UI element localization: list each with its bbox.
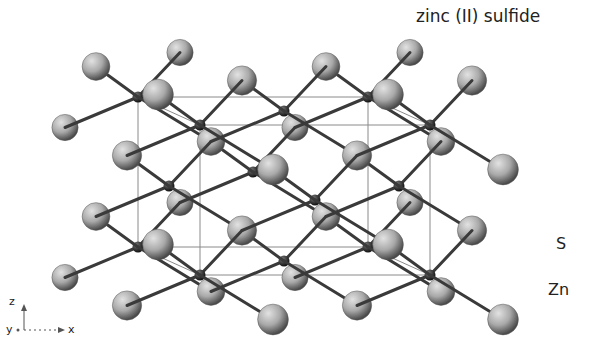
bond	[284, 67, 326, 112]
title: zinc (II) sulfide	[416, 8, 540, 25]
bond	[96, 186, 169, 217]
cell-edge	[368, 97, 369, 247]
cell-edge	[138, 97, 139, 247]
bond	[127, 125, 200, 156]
arrowhead	[58, 327, 65, 333]
sulfur-atom	[258, 154, 289, 185]
sulfur-atom	[373, 79, 404, 110]
sulfur-atom	[143, 79, 174, 110]
sulfur-atom	[143, 229, 174, 260]
bond	[127, 275, 200, 306]
sulfur-atom	[82, 53, 110, 81]
bond	[284, 217, 326, 262]
x-axis	[24, 330, 60, 331]
z-axis	[24, 308, 25, 330]
bond	[315, 156, 357, 201]
bond	[169, 142, 211, 187]
bond	[430, 81, 472, 126]
bond	[357, 275, 430, 306]
y-axis	[17, 329, 20, 332]
axis-label: z	[9, 296, 15, 307]
atoms	[52, 39, 519, 335]
cell-edge	[200, 275, 430, 276]
axis-label: y	[6, 324, 13, 335]
bond	[65, 247, 138, 278]
arrowhead	[21, 304, 27, 311]
sulfur-atom	[488, 154, 519, 185]
cell-edge	[200, 125, 430, 126]
bond	[242, 200, 315, 231]
bond	[200, 231, 242, 276]
atom-label: Zn	[548, 282, 569, 298]
sulfur-atom	[373, 229, 404, 260]
bond	[430, 231, 472, 276]
axis-label: x	[68, 324, 75, 335]
unit-cell	[138, 97, 430, 275]
bond	[65, 97, 138, 128]
sulfur-atom	[258, 304, 289, 335]
atom-label: S	[556, 236, 566, 252]
bond	[399, 142, 441, 187]
bond	[357, 125, 430, 156]
sulfur-atom	[488, 304, 519, 335]
bond	[200, 81, 242, 126]
